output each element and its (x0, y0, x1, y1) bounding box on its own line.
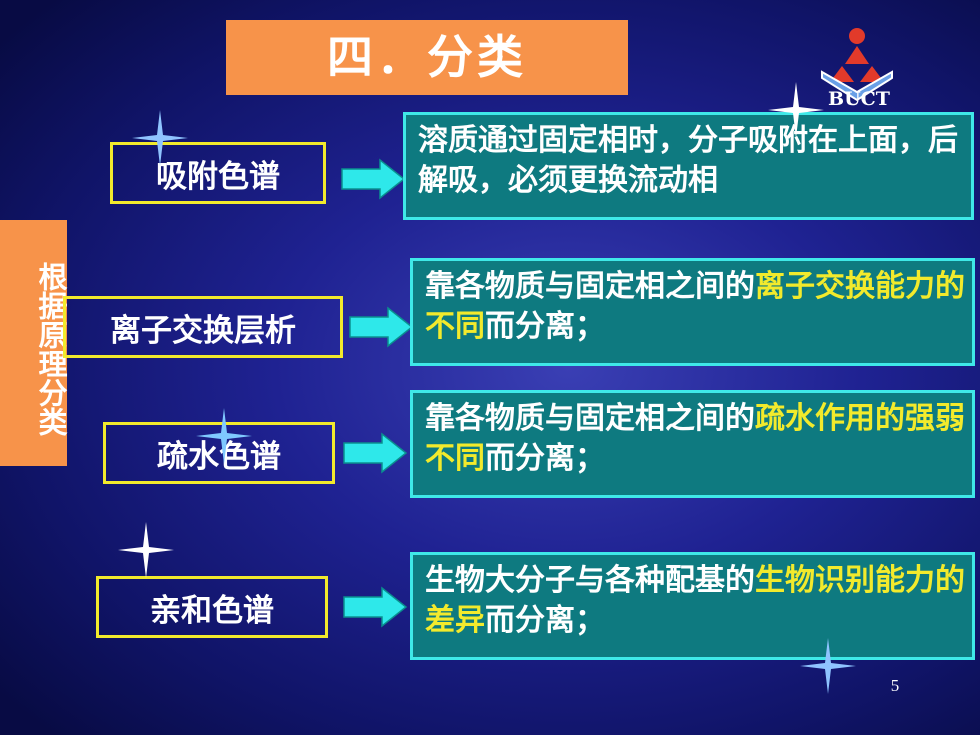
sparkle-icon (196, 408, 252, 464)
desc-adsorption-chromatography: 溶质通过固定相时，分子吸附在上面，后解吸，必须更换流动相 (403, 112, 974, 220)
desc-text: 靠各物质与固定相之间的 (425, 401, 755, 436)
method-ion-exchange: 离子交换层析 (63, 296, 343, 358)
arrow-right-icon (349, 306, 414, 348)
sparkle-icon (132, 110, 188, 166)
arrow-right-icon (343, 432, 408, 474)
desc-hydrophobic-chromatography: 靠各物质与固定相之间的疏水作用的强弱不同而分离； (410, 390, 975, 498)
desc-highlight: 生物识别能力的差异 (425, 563, 965, 638)
desc-text: 而分离； (485, 603, 605, 638)
sparkle-icon (118, 522, 174, 578)
desc-text: 靠各物质与固定相之间的 (425, 269, 755, 304)
desc-ion-exchange: 靠各物质与固定相之间的离子交换能力的不同而分离； (410, 258, 975, 366)
method-hydrophobic-chromatography: 疏水色谱 (103, 422, 335, 484)
desc-highlight: 疏水作用的强弱不同 (425, 401, 965, 476)
buct-logo (821, 28, 893, 102)
desc-text: 而分离； (485, 441, 605, 476)
desc-text: 溶质通过固定相时，分子吸附在上面，后解吸，必须更换流动相 (418, 123, 958, 198)
sparkle-icon (768, 82, 824, 138)
side-category-label: 根据原理分类 (0, 220, 68, 466)
desc-text: 生物大分子与各种配基的 (425, 563, 755, 598)
slide-title: 四．分类 (226, 20, 628, 95)
page-number: 5 (890, 676, 900, 695)
sparkle-icon (800, 638, 856, 694)
desc-affinity-chromatography: 生物大分子与各种配基的生物识别能力的差异而分离； (410, 552, 975, 660)
arrow-right-icon (343, 586, 408, 628)
desc-text: 而分离； (485, 309, 605, 344)
desc-highlight: 离子交换能力的不同 (425, 269, 965, 344)
arrow-right-icon (341, 158, 406, 200)
logo-text: BUCT (828, 88, 890, 110)
method-affinity-chromatography: 亲和色谱 (96, 576, 328, 638)
method-adsorption-chromatography: 吸附色谱 (110, 142, 326, 204)
